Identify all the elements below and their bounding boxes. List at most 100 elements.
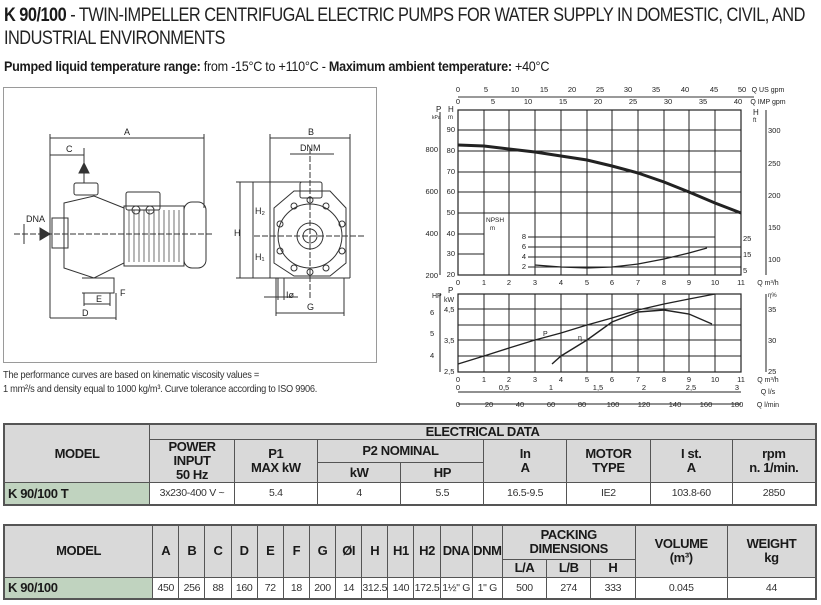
dim-label-DNM: DNM: [300, 143, 321, 153]
svg-text:1,5: 1,5: [593, 383, 603, 392]
svg-text:25: 25: [768, 367, 776, 376]
svg-text:6: 6: [430, 308, 434, 317]
svg-text:η%: η%: [768, 293, 777, 299]
svg-text:2,5: 2,5: [444, 367, 454, 376]
header-packing: PACKING DIMENSIONS: [501, 524, 636, 560]
svg-text:160: 160: [700, 400, 713, 409]
svg-text:0,5: 0,5: [499, 383, 509, 392]
svg-text:10: 10: [511, 85, 519, 94]
svg-text:35: 35: [652, 85, 660, 94]
header-dim-F: F: [282, 524, 310, 578]
header-dim-C: C: [204, 524, 232, 578]
header-dim-G: G: [308, 524, 337, 578]
svg-text:20: 20: [594, 97, 602, 106]
cell-dim-H1: 140: [387, 576, 415, 600]
svg-text:8: 8: [522, 232, 526, 241]
table-row: K 90/100 450 256 88 160 72 18 200 14 312…: [3, 576, 817, 600]
in-sub: A: [520, 460, 530, 475]
svg-text:200: 200: [768, 191, 781, 200]
page-title: K 90/100 - TWIN-IMPELLER CENTRIFUGAL ELE…: [4, 4, 821, 50]
svg-text:120: 120: [638, 400, 651, 409]
svg-text:0: 0: [456, 383, 460, 392]
cell-dim-H2: 172.5: [413, 576, 441, 600]
svg-text:6: 6: [522, 242, 526, 251]
svg-text:0: 0: [456, 375, 460, 384]
svg-text:20: 20: [485, 400, 493, 409]
cell-ist: 103.8-60: [649, 482, 733, 505]
svg-text:8: 8: [662, 375, 666, 384]
svg-text:5: 5: [585, 375, 589, 384]
table-row: K 90/100 T 3x230-400 V ~ 5.4 4 5.5 16.5-…: [3, 482, 817, 505]
weight-label: WEIGHT: [746, 536, 797, 552]
row-model: K 90/100: [3, 576, 154, 600]
cell-dim-DNA: 1½" G: [439, 576, 473, 600]
header-packing-lb: L/B: [546, 558, 592, 578]
svg-text:7: 7: [636, 375, 640, 384]
svg-text:4: 4: [559, 375, 563, 384]
row-model: K 90/100 T: [3, 482, 151, 505]
header-p2-hp: HP: [400, 462, 485, 483]
svg-text:80: 80: [578, 400, 586, 409]
header-dim-H: H: [361, 524, 389, 578]
svg-text:4,5: 4,5: [444, 305, 454, 314]
svg-text:50: 50: [447, 208, 455, 217]
dim-label-H: H: [234, 228, 241, 238]
svg-text:25: 25: [629, 97, 637, 106]
cell-dim-A: 450: [152, 576, 180, 600]
volume-label: VOLUME: [654, 536, 709, 552]
svg-text:11: 11: [737, 375, 745, 384]
cell-volume: 0.045: [634, 576, 728, 600]
header-dim-I: ØI: [335, 524, 363, 578]
header-p2: P2 NOMINAL: [316, 439, 485, 463]
temperature-info: Pumped liquid temperature range: from -1…: [4, 58, 549, 74]
svg-text:Q IMP gpm: Q IMP gpm: [750, 99, 785, 106]
dim-label-B: B: [308, 127, 314, 137]
svg-text:P: P: [448, 286, 453, 295]
svg-text:3: 3: [533, 278, 537, 287]
svg-text:5: 5: [585, 278, 589, 287]
svg-text:15: 15: [540, 85, 548, 94]
header-dim-DNA: DNA: [439, 524, 473, 578]
motor-label: MOTOR: [585, 446, 632, 461]
svg-text:5: 5: [491, 97, 495, 106]
svg-text:0: 0: [456, 400, 460, 409]
svg-text:0: 0: [456, 85, 460, 94]
svg-text:P: P: [436, 105, 441, 114]
rpm-sub: n. 1/min.: [749, 460, 799, 475]
header-dim-H2: H2: [413, 524, 441, 578]
svg-text:4: 4: [430, 351, 434, 360]
in-label: In: [519, 446, 531, 461]
svg-text:4: 4: [522, 252, 526, 261]
svg-text:70: 70: [447, 167, 455, 176]
svg-text:1: 1: [482, 375, 486, 384]
svg-text:150: 150: [768, 223, 781, 232]
svg-text:NPSH: NPSH: [486, 217, 504, 224]
cell-packing-h: 333: [590, 576, 636, 600]
svg-text:15: 15: [743, 250, 751, 259]
svg-text:m NPSHft: m NPSHft: [490, 226, 495, 232]
svg-text:15: 15: [559, 97, 567, 106]
temp-label: Pumped liquid temperature range:: [4, 58, 201, 74]
svg-text:5: 5: [484, 85, 488, 94]
svg-text:800: 800: [425, 145, 438, 154]
ambient-label: Maximum ambient temperature:: [328, 58, 512, 74]
svg-text:0: 0: [456, 278, 460, 287]
svg-text:35: 35: [699, 97, 707, 106]
svg-text:600: 600: [425, 187, 438, 196]
dim-label-H2: H₂: [255, 206, 265, 216]
svg-text:Q m³/h: Q m³/h: [757, 377, 778, 384]
svg-text:3: 3: [735, 383, 739, 392]
svg-text:10: 10: [711, 278, 719, 287]
header-ist: I st.A: [649, 439, 733, 483]
power-input-label: POWER INPUT: [168, 439, 216, 468]
cell-dim-E: 72: [256, 576, 284, 600]
svg-text:20: 20: [568, 85, 576, 94]
cell-in: 16.5-9.5: [483, 482, 567, 505]
cell-dim-C: 88: [204, 576, 232, 600]
svg-text:3,5: 3,5: [444, 336, 454, 345]
performance-note: The performance curves are based on kine…: [3, 368, 373, 396]
